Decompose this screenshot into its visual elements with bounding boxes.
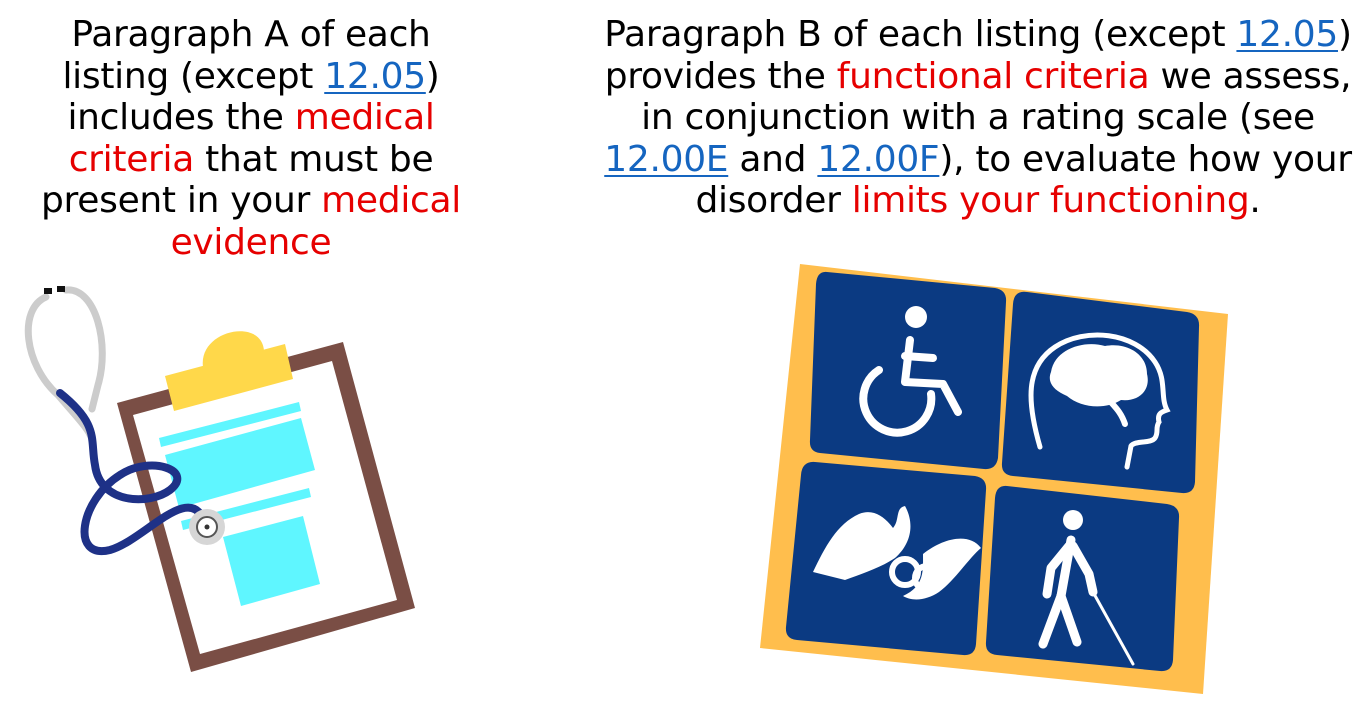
paragraph-b-text-1: Paragraph B of each listing (except [604, 14, 1237, 55]
paragraph-a: Paragraph A of each listing (except 12.0… [20, 14, 482, 263]
link-12-05[interactable]: 12.05 [324, 55, 426, 97]
paragraph-b-text-6: . [1249, 180, 1261, 221]
link-12-00e[interactable]: 12.00E [604, 138, 729, 180]
paragraph-a-text-3: that must be present in your [41, 138, 434, 222]
paragraph-b: Paragraph B of each listing (except 12.0… [600, 14, 1356, 222]
link-12-00f[interactable]: 12.00F [817, 138, 940, 180]
wheelchair-icon [809, 271, 1007, 470]
clipboard-stethoscope-icon [24, 286, 415, 672]
functional-criteria-emphasis: functional criteria [836, 55, 1150, 97]
paragraph-b-text-4: and [728, 138, 818, 180]
limits-functioning-emphasis: limits your functioning [851, 180, 1250, 221]
medical-evidence-emphasis: medical evidence [170, 180, 462, 263]
stethoscope-icon [24, 286, 225, 556]
brain-head-icon [1001, 291, 1200, 494]
paragraph-a-text-1: Paragraph A of each listing (except [62, 14, 431, 97]
medical-criteria-emphasis: medical criteria [68, 97, 435, 180]
paragraph-b-text-2: ) provides the [604, 14, 1352, 97]
sign-language-icon [785, 461, 987, 656]
clipboard-icon [117, 331, 415, 672]
link-12-05-b[interactable]: 12.05 [1236, 14, 1338, 55]
clipboard-clip-icon [165, 331, 293, 411]
paragraph-b-text-3: we assess, in conjunction with a rating … [641, 55, 1352, 139]
blind-person-cane-icon [985, 485, 1180, 672]
paragraph-b-text-5: ), to evaluate how your disorder [695, 138, 1352, 222]
accessibility-icons [760, 264, 1228, 694]
paragraph-a-text-2: ) includes the [67, 55, 440, 139]
